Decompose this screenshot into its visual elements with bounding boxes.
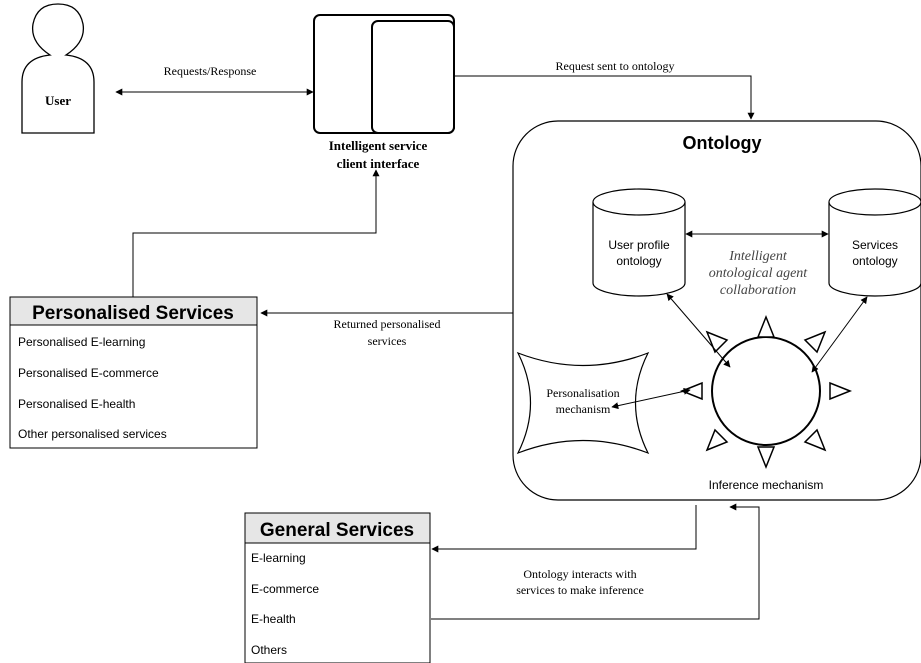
request-to-ontology-arrow (455, 75, 755, 120)
requests-response-label: Requests/Response (164, 64, 257, 78)
personalisation-label-line2: mechanism (556, 402, 611, 416)
ontology-title: Ontology (683, 133, 762, 153)
list-item: E-health (251, 612, 296, 626)
list-item: E-commerce (251, 582, 319, 596)
list-item: Personalised E-health (18, 397, 135, 411)
returned-services-label-line1: Returned personalised (334, 317, 441, 331)
personalised-services-title: Personalised Services (32, 303, 234, 324)
user-profile-cylinder-top (592, 188, 686, 216)
personalised-services-header (9, 296, 258, 326)
user-profile-ontology: User profile ontology (592, 188, 686, 297)
client-interface-label-line1: Intelligent service (329, 138, 428, 153)
services-cylinder-top (828, 188, 921, 216)
interacts-label-line1: Ontology interacts with (523, 567, 636, 581)
ontology-to-general-arrow (431, 505, 697, 553)
user-profile-label-line1: User profile (608, 238, 670, 252)
user-label: User (45, 93, 71, 108)
list-item: Others (251, 643, 287, 657)
services-inference-arrow (811, 296, 868, 373)
personalisation-label-line1: Personalisation (546, 386, 619, 400)
agent-collaboration-line3: collaboration (720, 283, 796, 298)
services-cylinder-body (828, 202, 921, 297)
personalised-to-interface-arrow (132, 169, 380, 297)
personalisation-mechanism: Personalisation mechanism (516, 351, 650, 455)
general-to-ontology-arrow (431, 503, 760, 620)
request-to-ontology-label: Request sent to ontology (556, 59, 675, 73)
returned-services-label-line2: services (368, 334, 407, 348)
inference-label: Inference mechanism (709, 478, 824, 492)
user-profile-label-line2: ontology (616, 254, 661, 268)
client-interface: Intelligent service client interface (313, 14, 455, 171)
inference-circle (711, 336, 821, 446)
services-ontology: Services ontology (828, 188, 921, 297)
services-label-line2: ontology (852, 254, 897, 268)
user-icon (21, 3, 95, 134)
client-interface-label-line2: client interface (337, 156, 420, 171)
services-label-line1: Services (852, 238, 898, 252)
personalisation-inference-arrow (611, 387, 691, 410)
general-services-header (244, 512, 431, 544)
user-profile-inference-arrow (666, 293, 731, 368)
user-actor: User (21, 3, 95, 134)
user-profile-cylinder-body (592, 202, 686, 297)
agent-collaboration-line1: Intelligent (728, 249, 788, 264)
list-item: E-learning (251, 551, 306, 565)
list-item: Personalised E-commerce (18, 366, 159, 380)
list-item: Other personalised services (18, 427, 167, 441)
general-services-title: General Services (260, 520, 414, 541)
list-item: Personalised E-learning (18, 335, 145, 349)
general-services-table: General Services E-learning E-commerce E… (244, 512, 431, 663)
agent-collaboration-line2: ontological agent (709, 266, 808, 281)
personalised-services-table: Personalised Services Personalised E-lea… (9, 296, 258, 449)
personalisation-shape (516, 351, 650, 455)
interacts-label-line2: services to make inference (516, 583, 644, 597)
client-interface-panel (371, 20, 455, 134)
